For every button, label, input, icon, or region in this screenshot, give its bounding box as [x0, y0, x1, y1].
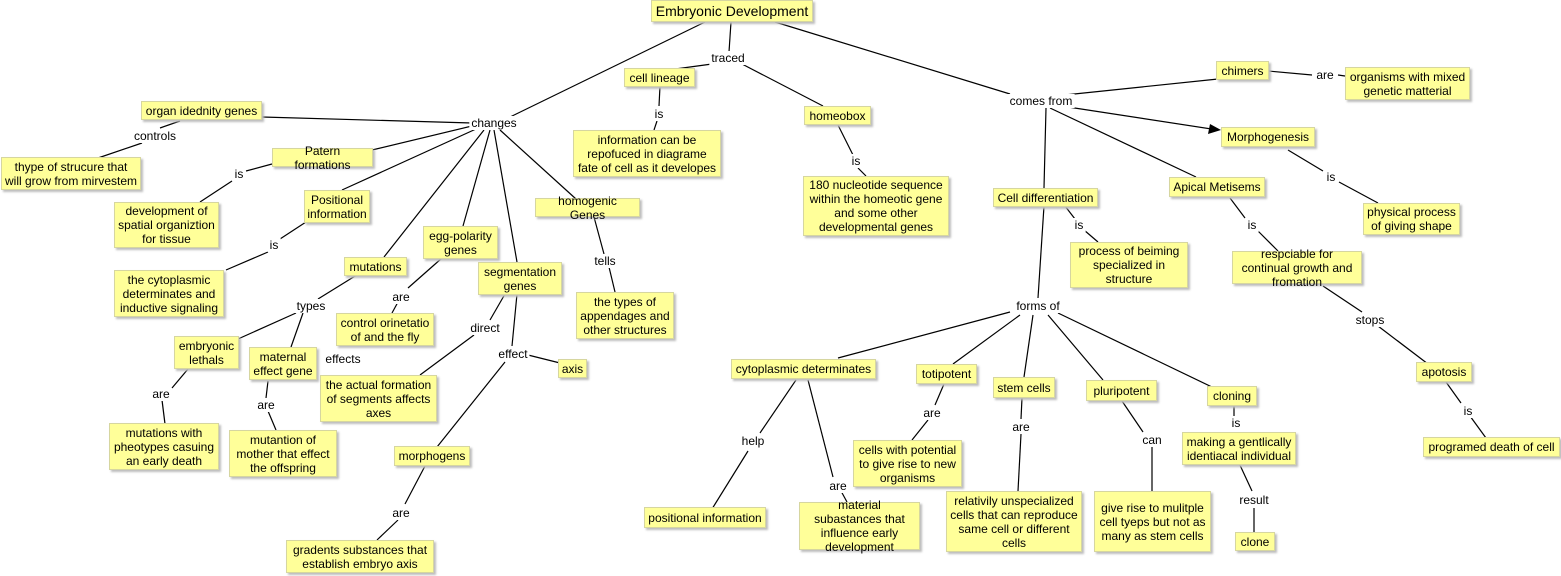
link-are-cytoplasmic: are	[827, 479, 849, 493]
concept-organ-identity-genes[interactable]: organ idednity genes	[141, 101, 262, 120]
concept-segmentation-genes[interactable]: segmentation genes	[478, 262, 562, 295]
concept-actual-formation[interactable]: the actual formation of segments affects…	[320, 375, 437, 422]
concept-material-subastances[interactable]: material subastances that influence earl…	[799, 498, 920, 554]
link-is-homeobox: is	[849, 154, 863, 168]
concept-cytoplasmic-determinates[interactable]: cytoplasmic determinates	[731, 359, 876, 379]
concept-maternal-effect-gene[interactable]: maternal effect gene	[249, 347, 317, 380]
link-changes: changes	[469, 116, 519, 130]
link-are-lethals: are	[150, 387, 172, 401]
concept-apical-metisems[interactable]: Apical Metisems	[1169, 177, 1265, 197]
link-is-apical: is	[1245, 218, 1259, 232]
concept-control-orinetatio[interactable]: control orinetatio of and the fly	[336, 313, 434, 346]
link-is-cell-lineage: is	[652, 107, 666, 121]
concept-stem-cells[interactable]: stem cells	[993, 377, 1055, 398]
link-help: help	[739, 434, 767, 448]
concept-morphogens[interactable]: morphogens	[394, 446, 470, 466]
concept-mutations-pheotypes[interactable]: mutations with pheotypes casuing an earl…	[109, 423, 219, 470]
link-traced: traced	[709, 51, 747, 65]
link-direct: direct	[468, 321, 502, 335]
concept-homogenic-genes[interactable]: homogenic Genes	[535, 194, 640, 222]
concept-give-rise[interactable]: give rise to mulitple cell tyeps but not…	[1094, 491, 1211, 552]
link-are-morphogens: are	[390, 506, 412, 520]
link-comes-from: comes from	[1007, 94, 1075, 108]
link-are-totipotent: are	[921, 406, 943, 420]
link-is-apotosis: is	[1461, 404, 1475, 418]
concept-nucleotide-sequence[interactable]: 180 nucleotide sequence within the homeo…	[803, 176, 949, 236]
link-is-cell-diff: is	[1072, 218, 1086, 232]
link-can: can	[1140, 433, 1164, 447]
link-are-chimers: are	[1314, 68, 1336, 82]
link-are-maternal: are	[255, 398, 277, 412]
concept-pluripotent[interactable]: pluripotent	[1086, 380, 1157, 401]
concept-embryonic-lethals[interactable]: embryonic lethals	[174, 336, 239, 369]
concept-positional-information[interactable]: Positional information	[304, 190, 370, 223]
concept-patern-formations[interactable]: Patern formations	[272, 144, 373, 172]
concept-information-repofuced[interactable]: information can be repofuced in diagrame…	[573, 130, 721, 177]
concept-cytoplasmic-inductive[interactable]: the cytoplasmic determinates and inducti…	[114, 270, 224, 317]
concept-embryonic-development[interactable]: Embryonic Development	[651, 0, 813, 22]
concept-programed-death[interactable]: programed death of cell	[1423, 437, 1560, 457]
link-types: types	[294, 299, 328, 313]
concept-positional-info-lower[interactable]: positional information	[644, 507, 766, 528]
concept-physical-process[interactable]: physical process of giving shape	[1363, 203, 1460, 235]
link-is-patern: is	[232, 167, 246, 181]
link-result: result	[1237, 493, 1271, 507]
concept-cloning[interactable]: cloning	[1207, 386, 1257, 406]
concept-homeobox[interactable]: homeobox	[804, 106, 871, 125]
concept-gradents[interactable]: gradents substances that establish embry…	[286, 540, 434, 573]
concept-relativily-unspecialized[interactable]: relativily unspecialized cells that can …	[946, 491, 1082, 552]
concept-cells-with-potential[interactable]: cells with potential to give rise to new…	[853, 440, 962, 487]
concept-chimers[interactable]: chimers	[1216, 61, 1269, 80]
link-effect: effect	[496, 347, 530, 361]
link-effects: effects	[323, 352, 363, 366]
concept-apotosis[interactable]: apotosis	[1416, 362, 1472, 382]
concept-cell-lineage[interactable]: cell lineage	[624, 68, 695, 87]
concept-axis[interactable]: axis	[558, 359, 587, 378]
concept-clone[interactable]: clone	[1235, 532, 1275, 551]
concept-types-of-appendages[interactable]: the types of appendages and other struct…	[576, 292, 674, 339]
concept-process-beiming[interactable]: process of beiming specialized in struct…	[1070, 242, 1188, 288]
link-are-stem: are	[1010, 420, 1032, 434]
concept-egg-polarity-genes[interactable]: egg-polarity genes	[423, 226, 498, 259]
concept-morphogenesis[interactable]: Morphogenesis	[1221, 127, 1315, 147]
concept-mutations[interactable]: mutations	[344, 257, 407, 276]
concept-making-gentlically[interactable]: making a gentlically identiacal individu…	[1182, 432, 1296, 465]
link-forms-of: forms of	[1014, 299, 1062, 313]
link-are-egg: are	[390, 290, 412, 304]
concept-mutantion-of-mother[interactable]: mutantion of mother that effect the offs…	[229, 430, 337, 477]
link-is-positional: is	[267, 238, 281, 252]
link-is-cloning: is	[1229, 416, 1243, 430]
concept-organisms-mixed[interactable]: organisms with mixed genetic matterial	[1345, 67, 1470, 100]
link-stops: stops	[1353, 313, 1387, 327]
concept-totipotent[interactable]: totipotent	[916, 364, 977, 384]
concept-development-spatial[interactable]: development of spatial organiztion for t…	[114, 202, 219, 248]
concept-cell-differentiation[interactable]: Cell differentiation	[993, 188, 1098, 207]
link-is-morphogenesis: is	[1324, 170, 1338, 184]
link-tells: tells	[592, 254, 618, 268]
concept-respciable[interactable]: respciable for continual growth and from…	[1232, 247, 1362, 289]
concept-thype-of-strucure[interactable]: thype of strucure that will grow from mi…	[1, 157, 141, 190]
link-controls: controls	[131, 129, 179, 143]
